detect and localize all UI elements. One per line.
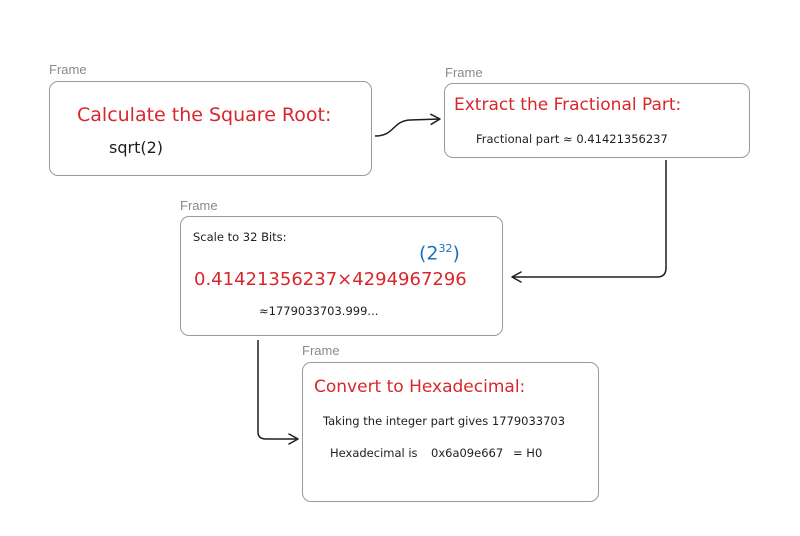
hex-result: = H0: [513, 446, 543, 460]
scale-approximation: ≈1779033703.999...: [259, 304, 379, 318]
fraction-frame: Extract the Fractional Part: Fractional …: [444, 83, 750, 158]
scale-expression: 0.41421356237×4294967296: [194, 269, 467, 290]
hex-value: 0x6a09e667: [431, 446, 504, 460]
fraction-value: Fractional part ≈ 0.41421356237: [476, 132, 668, 146]
hex-label: Hexadecimal is: [330, 446, 418, 460]
fraction-title: Extract the Fractional Part:: [454, 95, 682, 115]
scale-heading: Scale to 32 Bits:: [193, 230, 287, 244]
power-exponent: 32: [438, 242, 453, 255]
sqrt-title: Calculate the Square Root:: [77, 104, 332, 126]
sqrt-frame: Calculate the Square Root: sqrt(2): [49, 81, 372, 176]
integer-part-line: Taking the integer part gives 1779033703: [323, 414, 566, 428]
frame-label: Frame: [49, 62, 87, 77]
power-close: ): [452, 242, 460, 265]
scale-frame: Scale to 32 Bits: (232) 0.41421356237×42…: [180, 216, 503, 336]
frame-label: Frame: [445, 65, 483, 80]
frame-label: Frame: [302, 343, 340, 358]
frame-label: Frame: [180, 198, 218, 213]
sqrt-expression: sqrt(2): [109, 138, 164, 157]
hex-title: Convert to Hexadecimal:: [314, 377, 526, 397]
hex-frame: Convert to Hexadecimal: Taking the integ…: [302, 362, 599, 502]
arrow-fraction-to-scale: [511, 160, 667, 283]
power-of-two-annotation: (232): [419, 242, 460, 264]
arrow-scale-to-hex: [257, 340, 299, 445]
power-base: (2: [419, 242, 439, 265]
arrow-sqrt-to-fraction: [374, 113, 441, 137]
